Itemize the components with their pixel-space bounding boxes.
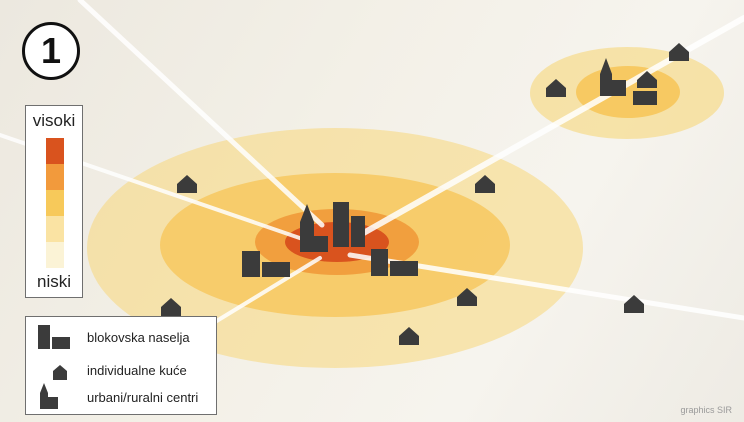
scale-low-label: niski	[36, 272, 71, 291]
legend-label-centers: urbani/ruralni centri	[87, 390, 199, 405]
scale-swatch-2	[46, 164, 64, 190]
legend-label-houses: individualne kuće	[87, 363, 187, 378]
house-icon	[637, 71, 657, 88]
road-northwest	[77, 0, 325, 228]
legend-item-block-settlements: blokovska naselja	[26, 323, 216, 351]
block-buildings-icon	[242, 251, 290, 277]
scale-high-label: visoki	[32, 111, 76, 130]
house-icon	[546, 79, 566, 97]
church-icon	[300, 204, 328, 252]
secondary-zone-core	[576, 66, 680, 118]
scale-swatch-4	[46, 216, 64, 242]
graphics-credit: graphics SIR	[680, 405, 732, 415]
legend-item-centers: urbani/ruralni centri	[26, 383, 216, 411]
house-icon	[624, 295, 644, 313]
house-icon	[475, 175, 495, 193]
block-buildings-icon	[371, 249, 418, 276]
legend-label-block-settlements: blokovska naselja	[87, 330, 190, 345]
intensity-scale: visoki niski	[25, 105, 83, 298]
legend-item-houses: individualne kuće	[26, 356, 216, 384]
legend-box: blokovska naselja individualne kuće urba…	[25, 316, 217, 415]
block-buildings-icon	[351, 216, 365, 247]
block-buildings-icon	[333, 202, 349, 247]
church-icon	[40, 383, 58, 409]
scale-swatch-1	[46, 138, 64, 164]
panel-number-badge: 1	[22, 22, 80, 80]
block-buildings-icon	[38, 325, 70, 349]
buildings	[161, 43, 689, 345]
road-southwest	[213, 256, 322, 324]
church-icon	[600, 58, 626, 96]
house-icon	[399, 327, 419, 345]
panel-number: 1	[40, 30, 62, 71]
scale-swatch-3	[46, 190, 64, 216]
house-icon	[161, 298, 181, 316]
scale-swatch-5	[46, 242, 64, 268]
house-icon	[177, 175, 197, 193]
house-icon	[669, 43, 689, 61]
house-icon	[53, 365, 67, 380]
house-icon	[457, 288, 477, 306]
block-buildings-icon	[633, 91, 657, 105]
